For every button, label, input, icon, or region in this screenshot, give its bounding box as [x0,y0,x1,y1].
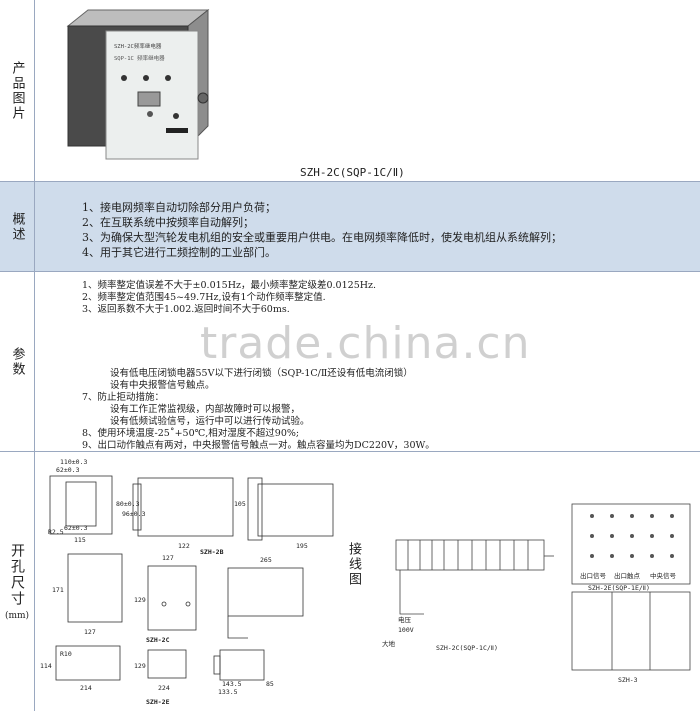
wiring-label: 出口信号 [580,571,607,580]
param-item: 9、出口动作触点有两对，中央报警信号触点一对。触点容量均为DC220V，30W。 [82,440,435,451]
dim-label: 127 [84,628,96,636]
label-wiring: 接线图 [346,542,361,587]
params-list-top: 1、频率整定值误差不大于±0.015Hz，最小频率整定级差0.0125Hz. 2… [82,280,376,316]
overview-item: 1、接电网频率自动切除部分用户负荷； [82,201,276,214]
dim-label: 224 [158,684,170,692]
model-label: SZH-2E [146,698,170,706]
model-label: SZH-2E(SQP-1E/Ⅱ) [588,584,650,592]
dim-label: 85 [266,680,274,688]
row-label: 产品图片 [0,0,35,181]
wiring-label: 出口触点 [614,571,641,580]
param-item: 设有中央报警信号触点。 [110,380,215,391]
param-item: 设有低频试验信号，运行中可以进行传动试验。 [110,416,310,427]
dim-label: 105 [234,500,246,508]
dim-label: 110±0.3 [60,458,87,466]
overview-item: 3、为确保大型汽轮发电机组的安全或重要用户供电。在电网频率降低时，使发电机组从系… [82,231,562,244]
wiring-label: 100V [398,626,414,634]
model-label: SZH-2C [146,636,170,644]
param-item: 7、防止拒动措施： [82,392,165,403]
wiring-label: 大地 [382,639,396,648]
label-product-photo: 产品图片 [9,60,25,121]
row-label: 概述 [0,182,35,271]
wiring-label: 电压 [398,615,412,624]
photo-caption: SZH-2C(SQP-1C/Ⅱ) [300,166,405,179]
dim-label: 171 [52,586,64,594]
plate-subtitle: SQP-1C 频率继电器 [114,54,165,62]
row-label: 参数 [0,272,35,451]
watermark: trade.china.cn [200,318,531,369]
label-cutout-size: 开孔尺寸 [9,542,25,607]
wiring-label: 中央信号 [650,571,677,580]
dim-label: 80±0.3 [116,500,140,508]
dim-label: 129 [134,662,146,670]
product-photo: SZH-2C频率继电器 SQP-1C 频率继电器 [66,8,210,160]
overview-item: 4、用于其它进行工频控制的工业部门。 [82,246,276,259]
dim-label: 265 [260,556,272,564]
param-item: 8、使用环境温度-25˚+50℃,相对湿度不超过90%; [82,428,300,439]
model-label: SZH-2C(SQP-1C/Ⅱ) [436,644,498,652]
dim-label: 127 [162,554,174,562]
dim-label: 133.5 [218,688,238,696]
dim-label: 214 [80,684,92,692]
plate-title: SZH-2C频率继电器 [114,42,162,50]
model-label: SZH-2B [200,548,224,556]
overview-item: 2、在互联系统中按频率自动解列； [82,216,254,229]
param-item: 设有低电压闭锁电器55V以下进行闭锁（SQP-1C/Ⅱ还设有低电流闭锁） [110,368,413,379]
label-parameters: 参数 [9,346,25,377]
dim-label: 96±0.3 [122,510,146,518]
param-item: 1、频率整定值误差不大于±0.015Hz，最小频率整定级差0.0125Hz. [82,280,377,291]
dim-label: 195 [296,542,308,550]
label-unit: (mm) [4,610,30,621]
param-item: 3、返回系数不大于1.002.返回时间不大于60ms. [82,304,290,315]
dimension-drawings: 110±0.3 62±0.3 80±0.3 96±0.3 62±0.3 R2.5… [40,458,334,706]
dim-label: 62±0.3 [64,524,88,532]
dim-label: 115 [74,536,86,544]
dim-label: 62±0.3 [56,466,80,474]
row-label-right: 接线图 [344,542,363,591]
dim-label: 143.5 [222,680,242,688]
dim-label: R2.5 [48,528,64,536]
dim-label: 114 [40,662,52,670]
dim-label: 122 [178,542,190,550]
row-dimensions-wiring: 开孔尺寸 (mm) [0,452,700,711]
wiring-diagrams: 电压 100V 大地 出口信号 出口触点 中央信号 SZH-2C(SQP-1C/… [382,503,691,684]
model-label: SZH-3 [618,676,638,684]
dim-label: 129 [134,596,146,604]
param-item: 设有工作正常监视级，内部故障时可以报警， [110,404,301,415]
dim-label: R10 [60,650,72,658]
row-product-photo: 产品图片 SZH-2C频率继电器 SQP-1C 频率继电器 SZH-2C(SQP… [0,0,700,182]
row-label-left: 开孔尺寸 (mm) [0,452,35,711]
overview-list: 1、接电网频率自动切除部分用户负荷； 2、在互联系统中按频率自动解列； 3、为确… [82,200,562,260]
label-overview: 概述 [9,211,25,242]
param-item: 2、频率整定值范围45~49.7Hz,设有1个动作频率整定值. [82,292,326,303]
row-overview: 概述 1、接电网频率自动切除部分用户负荷； 2、在互联系统中按频率自动解列； 3… [0,182,700,272]
row-parameters: 参数 1、频率整定值误差不大于±0.015Hz，最小频率整定级差0.0125Hz… [0,272,700,452]
params-list-bottom: 设有低电压闭锁电器55V以下进行闭锁（SQP-1C/Ⅱ还设有低电流闭锁） 设有中… [82,368,435,452]
